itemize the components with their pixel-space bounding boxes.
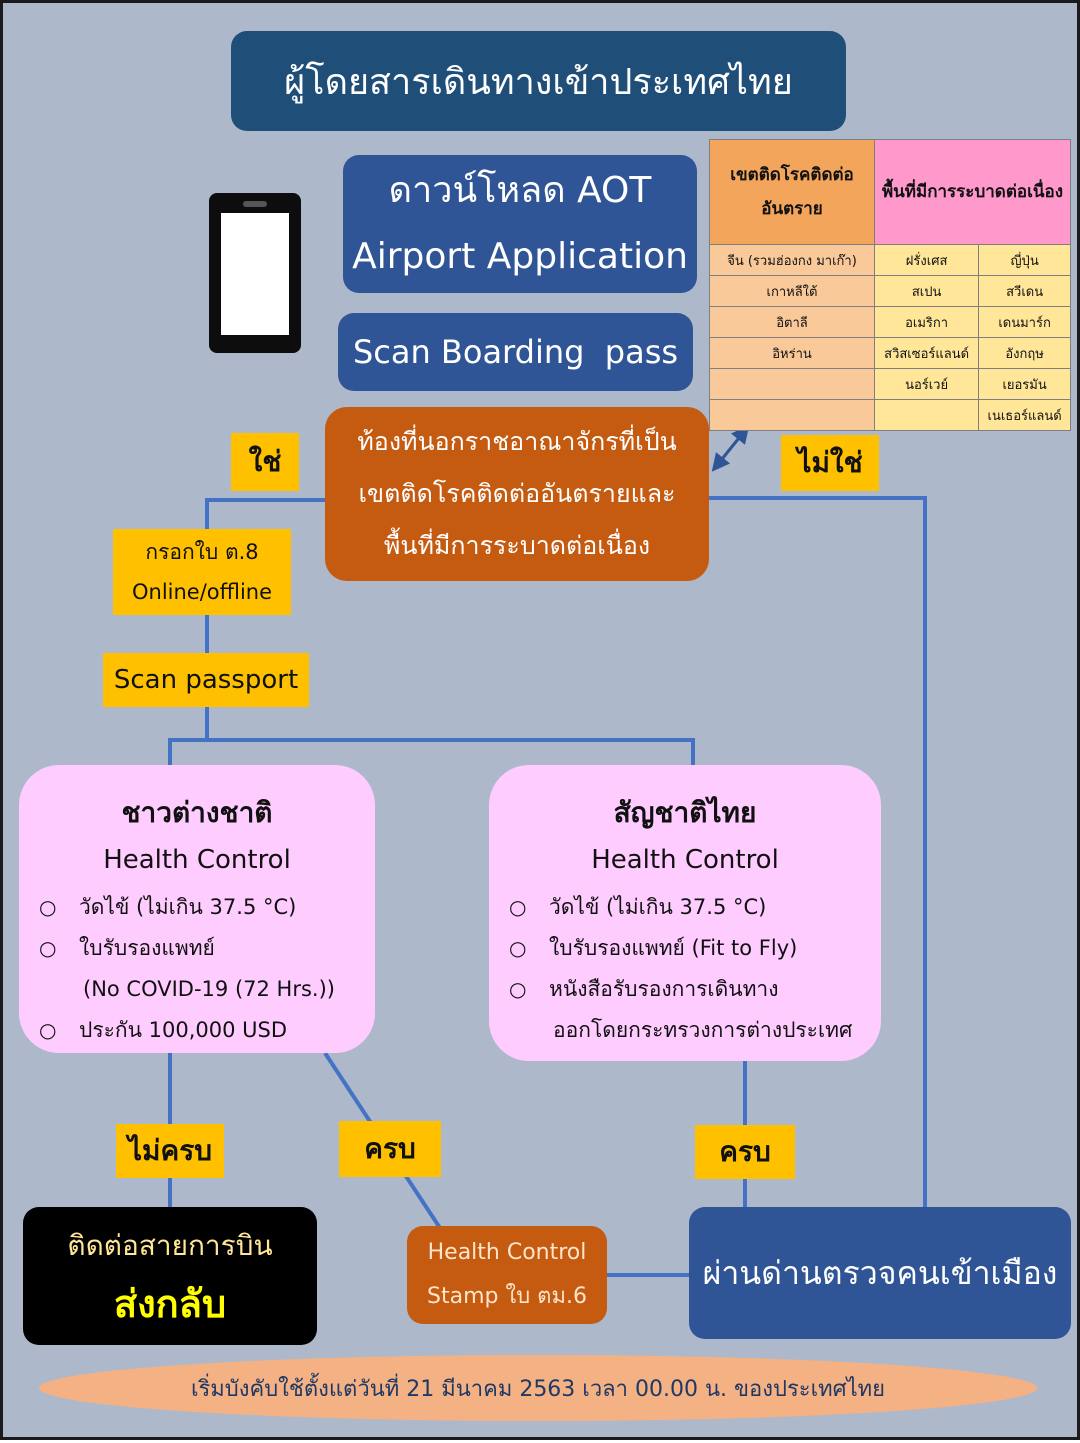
split-right-connector <box>207 738 695 767</box>
foreigner-subtitle: Health Control <box>103 845 291 875</box>
foreigner-health-control: ชาวต่างชาติ Health Control วัดไข้ (ไม่เก… <box>19 765 375 1053</box>
yes-text: ใช่ <box>248 445 282 478</box>
title-banner: ผู้โดยสารเดินทางเข้าประเทศไทย <box>231 31 846 131</box>
table-cell: เกาหลีใต้ <box>709 275 875 307</box>
foreigner-item-fever: วัดไข้ (ไม่เกิน 37.5 °C) <box>19 887 375 928</box>
foreigner-item-insurance: ประกัน 100,000 USD <box>19 1010 375 1051</box>
double-arrow-icon <box>711 425 750 472</box>
no-text: ไม่ใช่ <box>797 446 863 479</box>
scan-boarding-step: Scan Boarding pass <box>338 313 693 391</box>
scan-boarding-text: Scan Boarding pass <box>352 333 679 371</box>
thai-item-fit-to-fly: ใบรับรองแพทย์ (Fit to Fly) <box>489 928 881 969</box>
question-line2: เขตติดโรคติดต่ออันตรายและ <box>358 479 676 508</box>
table-cell: อังกฤษ <box>978 337 1071 369</box>
form-line2: Online/offline <box>131 580 273 604</box>
table-cell <box>873 399 980 431</box>
table-cell: สเปน <box>873 275 980 307</box>
thai-item-travel-cert: หนังสือรับรองการเดินทาง <box>489 969 881 1010</box>
contact-line2: ส่งกลับ <box>113 1282 227 1326</box>
thai-requirements: วัดไข้ (ไม่เกิน 37.5 °C) ใบรับรองแพทย์ (… <box>489 887 881 1051</box>
table-row: อิตาลี อเมริกา เดนมาร์ก <box>709 306 1071 338</box>
immigration-box: ผ่านด่านตรวจคนเข้าเมือง <box>689 1207 1071 1339</box>
no-connector <box>709 496 927 1207</box>
table-cell: เนเธอร์แลนด์ <box>978 399 1071 431</box>
effective-date-footer: เริ่มบังคับใช้ตั้งแต่วันที่ 21 มีนาคม 25… <box>39 1355 1037 1421</box>
table-cell: สวิสเซอร์แลนด์ <box>873 337 980 369</box>
table-row: เนเธอร์แลนด์ <box>709 399 1071 431</box>
table-cell: เดนมาร์ก <box>978 306 1071 338</box>
foreigner-item-medical-cert: ใบรับรองแพทย์ <box>19 928 375 969</box>
fill-form-step: กรอกใบ ต.8 Online/offline <box>113 529 291 615</box>
header-outbreak-zone: พื้นที่มีการระบาดต่อเนื่อง <box>874 139 1071 245</box>
yes-label: ใช่ <box>231 433 299 491</box>
table-cell: จีน (รวมฮ่องกง มาเก๊า) <box>709 244 875 276</box>
thai-item-fever: วัดไข้ (ไม่เกิน 37.5 °C) <box>489 887 881 928</box>
thai-complete-label: ครบ <box>695 1125 795 1179</box>
header-dangerous-zone: เขตติดโรคติดต่ออันตราย <box>709 139 875 245</box>
table-cell: อิตาลี <box>709 306 875 338</box>
thai-item-issued-by: ออกโดยกระทรวงการต่างประเทศ <box>553 1018 853 1042</box>
table-cell: อิหร่าน <box>709 337 875 369</box>
form-line1: กรอกใบ ต.8 <box>145 540 259 564</box>
table-cell <box>709 399 875 431</box>
download-line1: ดาวน์โหลด AOT <box>388 170 652 211</box>
contact-line1: ติดต่อสายการบิน <box>67 1229 273 1262</box>
table-row: เกาหลีใต้ สเปน สวีเดน <box>709 275 1071 307</box>
table-cell: ฝรั่งเศส <box>873 244 980 276</box>
question-line1: ท้องที่นอกราชอาณาจักรที่เป็น <box>357 427 677 456</box>
question-line3: พื้นที่มีการระบาดต่อเนื่อง <box>383 531 651 560</box>
thai-complete-text: ครบ <box>719 1135 771 1168</box>
thai-health-control: สัญชาติไทย Health Control วัดไข้ (ไม่เกิ… <box>489 765 881 1061</box>
incomplete-text: ไม่ครบ <box>127 1134 213 1167</box>
yes-connector <box>205 498 325 531</box>
stamp-line1: Health Control <box>427 1240 587 1265</box>
incomplete-label: ไม่ครบ <box>116 1124 224 1178</box>
table-row: จีน (รวมฮ่องกง มาเก๊า) ฝรั่งเศส ญี่ปุ่น <box>709 244 1071 276</box>
title-text: ผู้โดยสารเดินทางเข้าประเทศไทย <box>284 61 793 103</box>
scan-passport-text: Scan passport <box>113 665 299 695</box>
scan-passport-step: Scan passport <box>103 653 309 707</box>
table-row: อิหร่าน สวิสเซอร์แลนด์ อังกฤษ <box>709 337 1071 369</box>
table-cell <box>709 368 875 400</box>
contact-airline-box: ติดต่อสายการบิน ส่งกลับ <box>23 1207 317 1345</box>
zones-table: เขตติดโรคติดต่ออันตราย พื้นที่มีการระบาด… <box>709 139 1071 431</box>
download-line2: Airport Application <box>352 236 688 277</box>
footer-text: เริ่มบังคับใช้ตั้งแต่วันที่ 21 มีนาคม 25… <box>190 1376 886 1402</box>
split-connector <box>168 707 209 767</box>
table-cell: เยอรมัน <box>978 368 1071 400</box>
stamp-line2: Stamp ใบ ตม.6 <box>427 1284 587 1309</box>
table-cell: สวีเดน <box>978 275 1071 307</box>
foreigner-complete-label: ครบ <box>339 1121 441 1177</box>
foreigner-item-no-covid: (No COVID-19 (72 Hrs.)) <box>83 977 335 1001</box>
foreigner-complete-text: ครบ <box>364 1132 416 1165</box>
immigration-text: ผ่านด่านตรวจคนเข้าเมือง <box>702 1253 1058 1292</box>
thai-title: สัญชาติไทย <box>613 796 757 829</box>
table-cell: อเมริกา <box>873 306 980 338</box>
mobile-phone-icon <box>209 193 301 353</box>
health-stamp-box: Health Control Stamp ใบ ตม.6 <box>407 1226 607 1324</box>
no-label: ไม่ใช่ <box>781 435 879 491</box>
foreigner-requirements: วัดไข้ (ไม่เกิน 37.5 °C) ใบรับรองแพทย์ (… <box>19 887 375 1051</box>
table-row: นอร์เวย์ เยอรมัน <box>709 368 1071 400</box>
thai-subtitle: Health Control <box>591 845 779 875</box>
table-cell: ญี่ปุ่น <box>978 244 1071 276</box>
table-cell: นอร์เวย์ <box>873 368 980 400</box>
download-app-step: ดาวน์โหลด AOT Airport Application <box>343 155 697 293</box>
foreigner-title: ชาวต่างชาติ <box>121 796 273 829</box>
question-step: ท้องที่นอกราชอาณาจักรที่เป็น เขตติดโรคติ… <box>325 407 709 581</box>
